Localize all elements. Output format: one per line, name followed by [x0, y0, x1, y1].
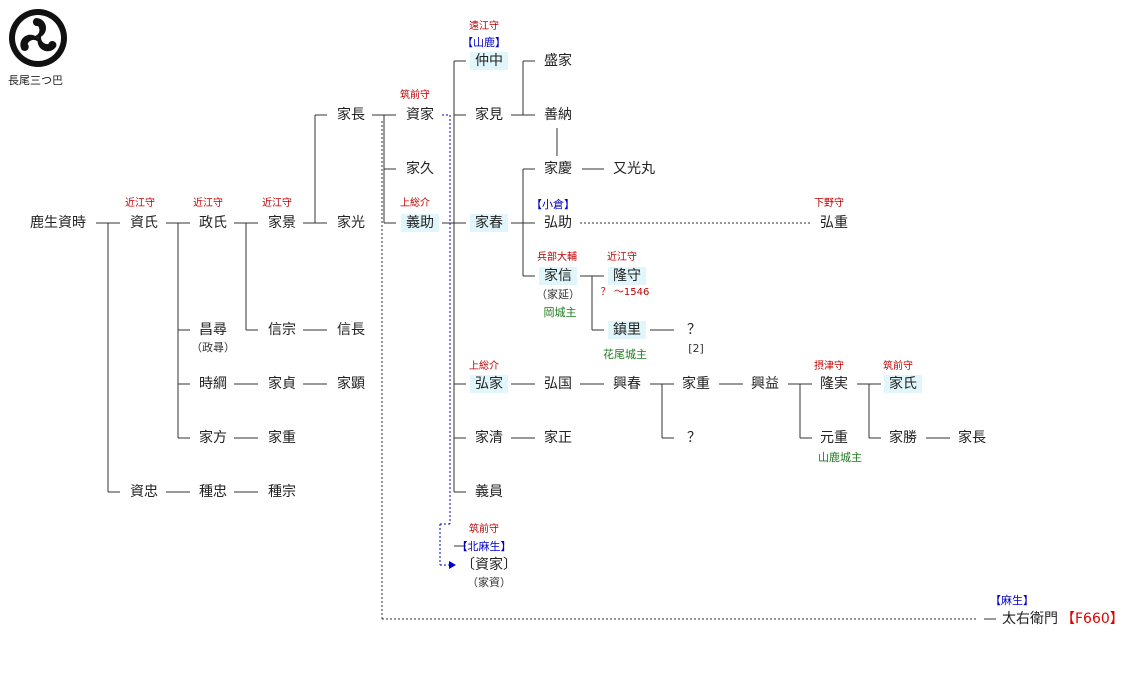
title-label: 上総介	[400, 198, 430, 209]
branch-label: 【北麻生】	[456, 540, 512, 553]
reference-code: 【F660】	[1061, 611, 1122, 627]
person-iemitsu: 家光	[337, 215, 365, 231]
castle-label: 岡城主	[543, 306, 577, 319]
person-nobunaga: 信長	[337, 322, 365, 338]
castle-label: 山鹿城主	[818, 451, 862, 464]
person-ieshige-1: 家重	[268, 430, 296, 446]
branch-label: 【山鹿】	[462, 36, 506, 49]
person-tokitsuna: 時綱	[199, 376, 227, 392]
person-nobumune: 信宗	[268, 322, 296, 338]
person-sukeie: 資家	[406, 107, 434, 123]
footnote-ref: [2]	[688, 342, 704, 355]
title-label: 下野守	[814, 198, 844, 209]
person-sukitada: 資忠	[130, 484, 158, 500]
branch-label: 【小倉】	[531, 198, 575, 211]
alias-note: （家延）	[536, 288, 580, 301]
person-ieshige-2: 家重	[682, 376, 710, 392]
person-ieharu: 家春	[470, 214, 508, 232]
title-label: 近江守	[125, 198, 155, 209]
person-yoshikazu: 義員	[475, 484, 503, 500]
title-label: 摂津守	[814, 361, 844, 372]
alias-note: （家資）	[467, 576, 511, 589]
title-label: 筑前守	[400, 90, 430, 101]
crest-label: 長尾三つ巴	[8, 74, 63, 87]
person-masauji: 政氏	[199, 215, 227, 231]
person-nakanaka: 仲中	[470, 52, 508, 70]
title-label: 近江守	[262, 198, 292, 209]
years-label: ？ ～1546	[600, 287, 650, 298]
castle-label: 花尾城主	[603, 348, 647, 361]
person-sukeie-2: 〔資家〕	[461, 557, 517, 573]
person-iekiyo: 家清	[475, 430, 503, 446]
title-label: 遠江守	[469, 21, 499, 32]
person-iemasa: 家正	[544, 430, 572, 446]
title-label: 近江守	[193, 198, 223, 209]
person-masahiro: 昌尋	[199, 322, 227, 338]
person-iehisa: 家久	[406, 161, 434, 177]
person-iekatsu: 家勝	[889, 430, 917, 446]
person-tanetada: 種忠	[199, 484, 227, 500]
title-label: 上総介	[469, 361, 499, 372]
arrow-head-icon	[449, 561, 456, 569]
person-ienaga: 家長	[337, 107, 365, 123]
person-shizusato: 鎮里	[608, 321, 646, 339]
person-ieuji: 家氏	[884, 375, 922, 393]
person-zennou: 善納	[544, 107, 572, 123]
person-iemi: 家見	[475, 107, 503, 123]
person-tanemune: 種宗	[268, 484, 296, 500]
person-motoshige: 元重	[820, 430, 848, 446]
person-okiharu: 興春	[613, 376, 641, 392]
person-takazane: 隆実	[820, 376, 848, 392]
person-sukeuji: 資氏	[130, 215, 158, 231]
person-iesada: 家貞	[268, 376, 296, 392]
person-ienobu: 家信	[539, 267, 577, 285]
person-kokuni: 弘国	[544, 376, 572, 392]
person-okimasu: 興益	[751, 376, 779, 392]
person-takamori: 隆守	[608, 267, 646, 285]
person-koie: 弘家	[470, 375, 508, 393]
person-unknown-2: ？	[687, 430, 701, 446]
person-ieaki: 家顕	[337, 376, 365, 392]
person-matamitsu: 又光丸	[613, 161, 655, 177]
title-label: 筑前守	[469, 524, 499, 535]
person-iekata: 家方	[199, 430, 227, 446]
branch-label: 【麻生】	[990, 594, 1034, 607]
person-iekage: 家景	[268, 215, 296, 231]
title-label: 兵部大輔	[537, 252, 577, 263]
person-kosuke: 弘助	[544, 215, 572, 231]
person-ienaga-2: 家長	[958, 430, 986, 446]
person-unknown-1: ？	[687, 322, 701, 338]
person-tauemon: 太右衛門	[1002, 611, 1058, 627]
mitsudomoe-crest-icon	[9, 9, 67, 67]
person-moriie: 盛家	[544, 53, 572, 69]
title-label: 近江守	[607, 252, 637, 263]
alias-note: （政尋）	[191, 341, 235, 354]
person-shitoki: 鹿生資時	[30, 215, 86, 231]
person-yoshisuke: 義助	[401, 214, 439, 232]
person-iekei: 家慶	[544, 161, 572, 177]
title-label: 筑前守	[883, 361, 913, 372]
person-koju: 弘重	[820, 215, 848, 231]
